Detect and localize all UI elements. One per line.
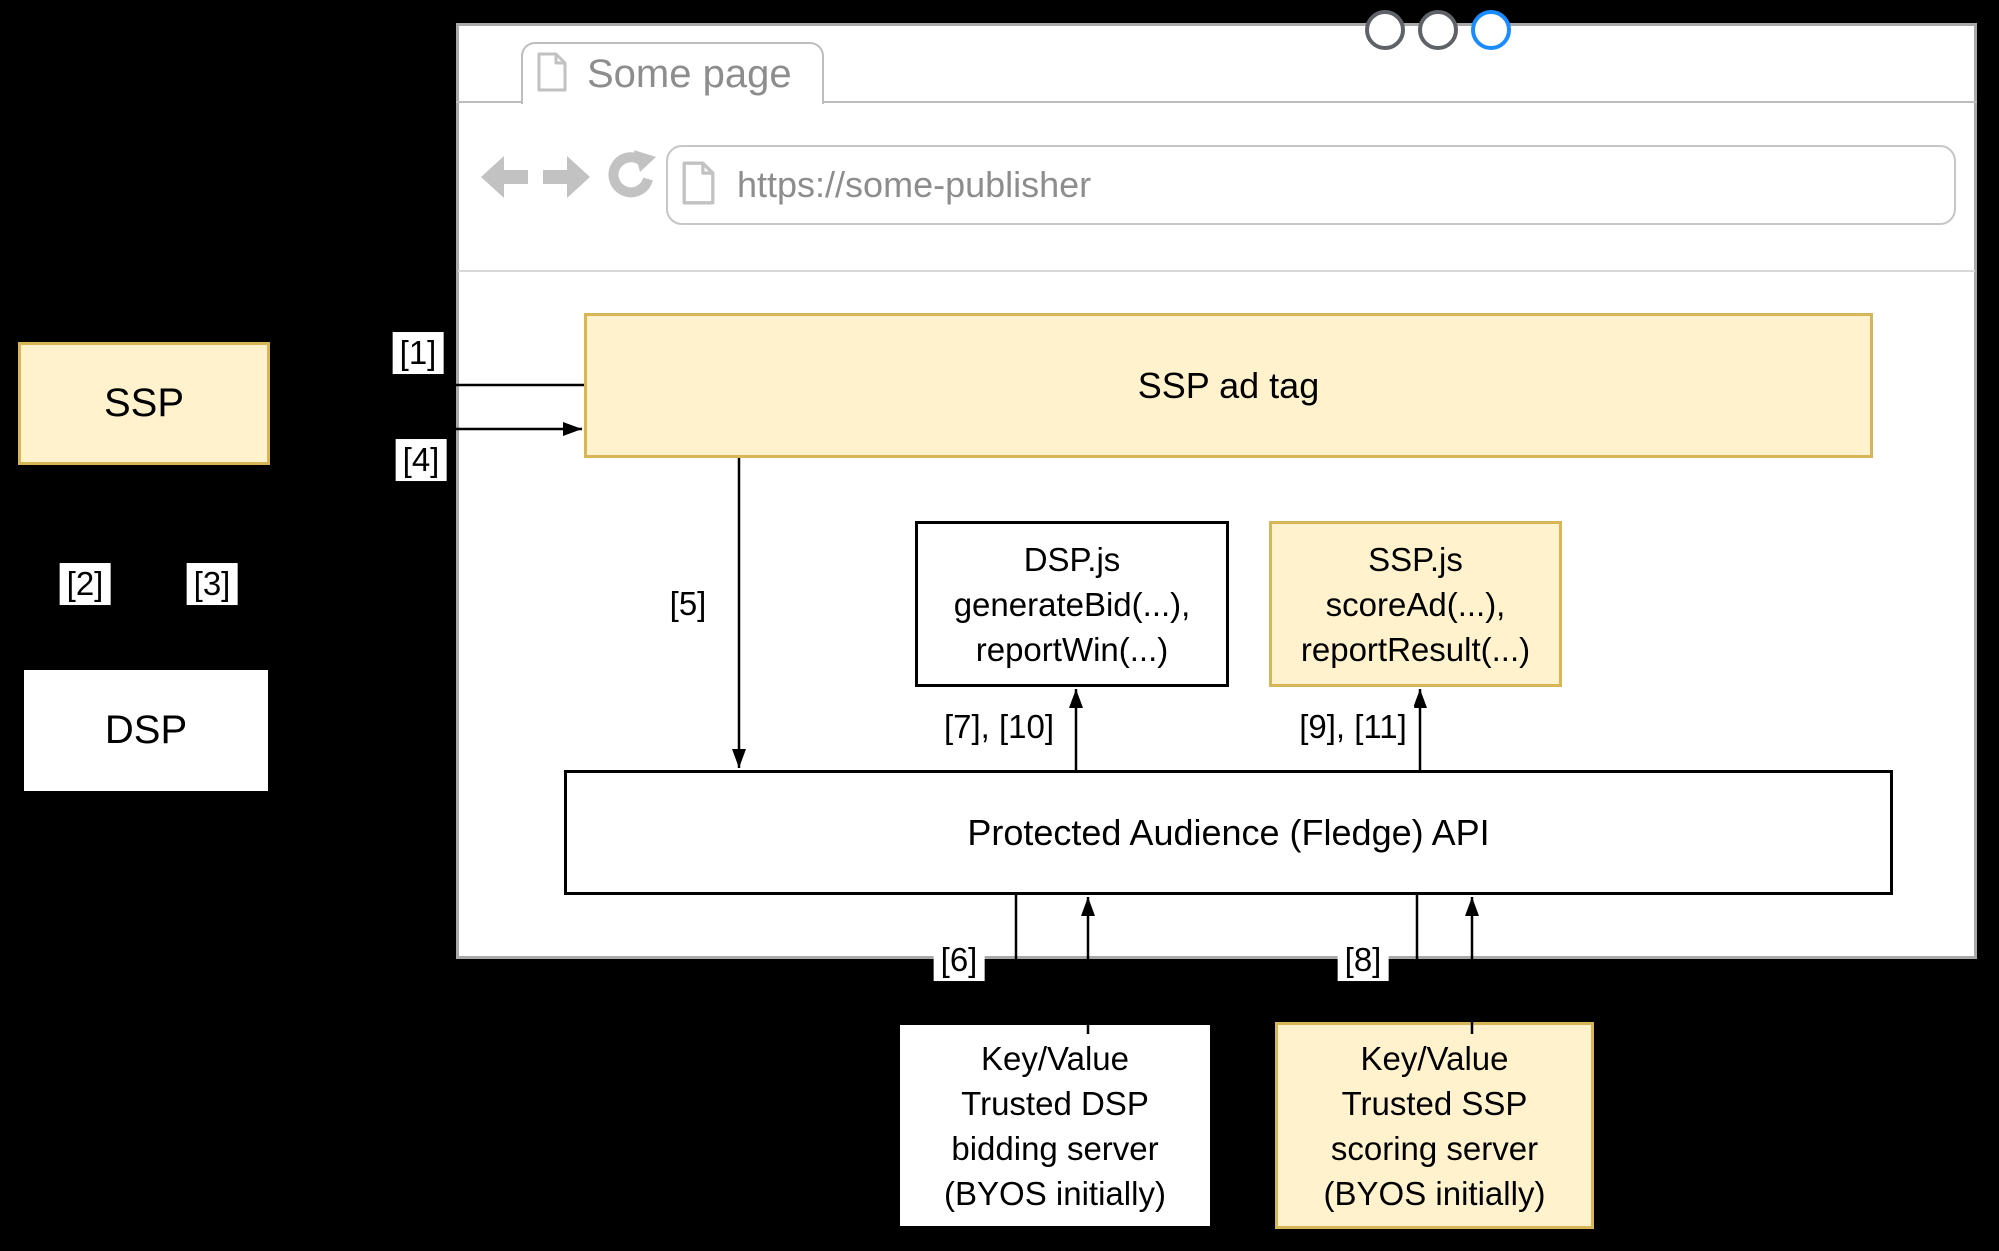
tab-strip-divider <box>456 101 1977 103</box>
step-label-9-11: [9], [11] <box>1292 706 1414 748</box>
ssp-box-label: SSP <box>103 381 185 425</box>
reload-icon[interactable] <box>604 150 656 207</box>
kv-dsp-line: Trusted DSP <box>961 1084 1149 1122</box>
step-label-2: [2] <box>59 563 111 605</box>
ssp-ad-tag-box: SSP ad tag <box>584 313 1873 458</box>
fledge-api-box: Protected Audience (Fledge) API <box>564 770 1893 895</box>
kv-ssp-line: scoring server <box>1330 1129 1539 1167</box>
toolbar-divider <box>458 270 1975 272</box>
kv-dsp-line: Key/Value <box>981 1039 1129 1077</box>
kv-ssp-line: Trusted SSP <box>1341 1084 1528 1122</box>
dsp-js-line: generateBid(...), <box>953 585 1191 623</box>
ssp-ad-tag-label: SSP ad tag <box>1137 364 1320 406</box>
url-bar[interactable]: https://some-publisher <box>666 145 1956 225</box>
page-icon <box>537 52 567 97</box>
tab-title: Some page <box>587 51 792 96</box>
window-circle-2[interactable] <box>1418 10 1458 50</box>
page-icon <box>682 161 715 210</box>
step-label-3: [3] <box>186 563 238 605</box>
dsp-js-line: reportWin(...) <box>975 630 1169 668</box>
ssp-js-box: SSP.js scoreAd(...), reportResult(...) <box>1269 521 1562 687</box>
kv-ssp-line: Key/Value <box>1360 1039 1509 1077</box>
step-label-8: [8] <box>1337 939 1389 981</box>
dsp-box: DSP <box>22 668 270 793</box>
ssp-box: SSP <box>18 342 270 465</box>
ssp-js-line: SSP.js <box>1368 540 1463 578</box>
window-circle-1[interactable] <box>1365 10 1405 50</box>
step-label-5: [5] <box>662 583 714 625</box>
kv-ssp-line: (BYOS initially) <box>1323 1174 1546 1212</box>
dsp-js-box: DSP.js generateBid(...), reportWin(...) <box>915 521 1229 687</box>
ssp-js-line: reportResult(...) <box>1300 630 1531 668</box>
kv-dsp-bidding-server-box: Key/Value Trusted DSP bidding server (BY… <box>897 1022 1213 1229</box>
forward-arrow-icon[interactable] <box>543 155 590 204</box>
step-label-4: [4] <box>395 439 447 481</box>
url-text: https://some-publisher <box>737 164 1092 205</box>
fledge-api-label: Protected Audience (Fledge) API <box>967 811 1490 853</box>
ssp-js-line: scoreAd(...), <box>1325 585 1506 623</box>
kv-dsp-line: bidding server <box>951 1129 1159 1167</box>
step-label-1: [1] <box>392 332 444 374</box>
step-label-7-10: [7], [10] <box>936 706 1062 748</box>
back-arrow-icon[interactable] <box>481 155 528 204</box>
dsp-box-label: DSP <box>104 708 188 752</box>
kv-dsp-line: (BYOS initially) <box>944 1174 1166 1212</box>
dsp-js-line: DSP.js <box>1023 540 1121 578</box>
kv-ssp-scoring-server-box: Key/Value Trusted SSP scoring server (BY… <box>1275 1022 1594 1229</box>
window-circle-active[interactable] <box>1471 10 1511 50</box>
browser-tab[interactable]: Some page <box>521 42 824 104</box>
step-label-6: [6] <box>933 939 985 981</box>
